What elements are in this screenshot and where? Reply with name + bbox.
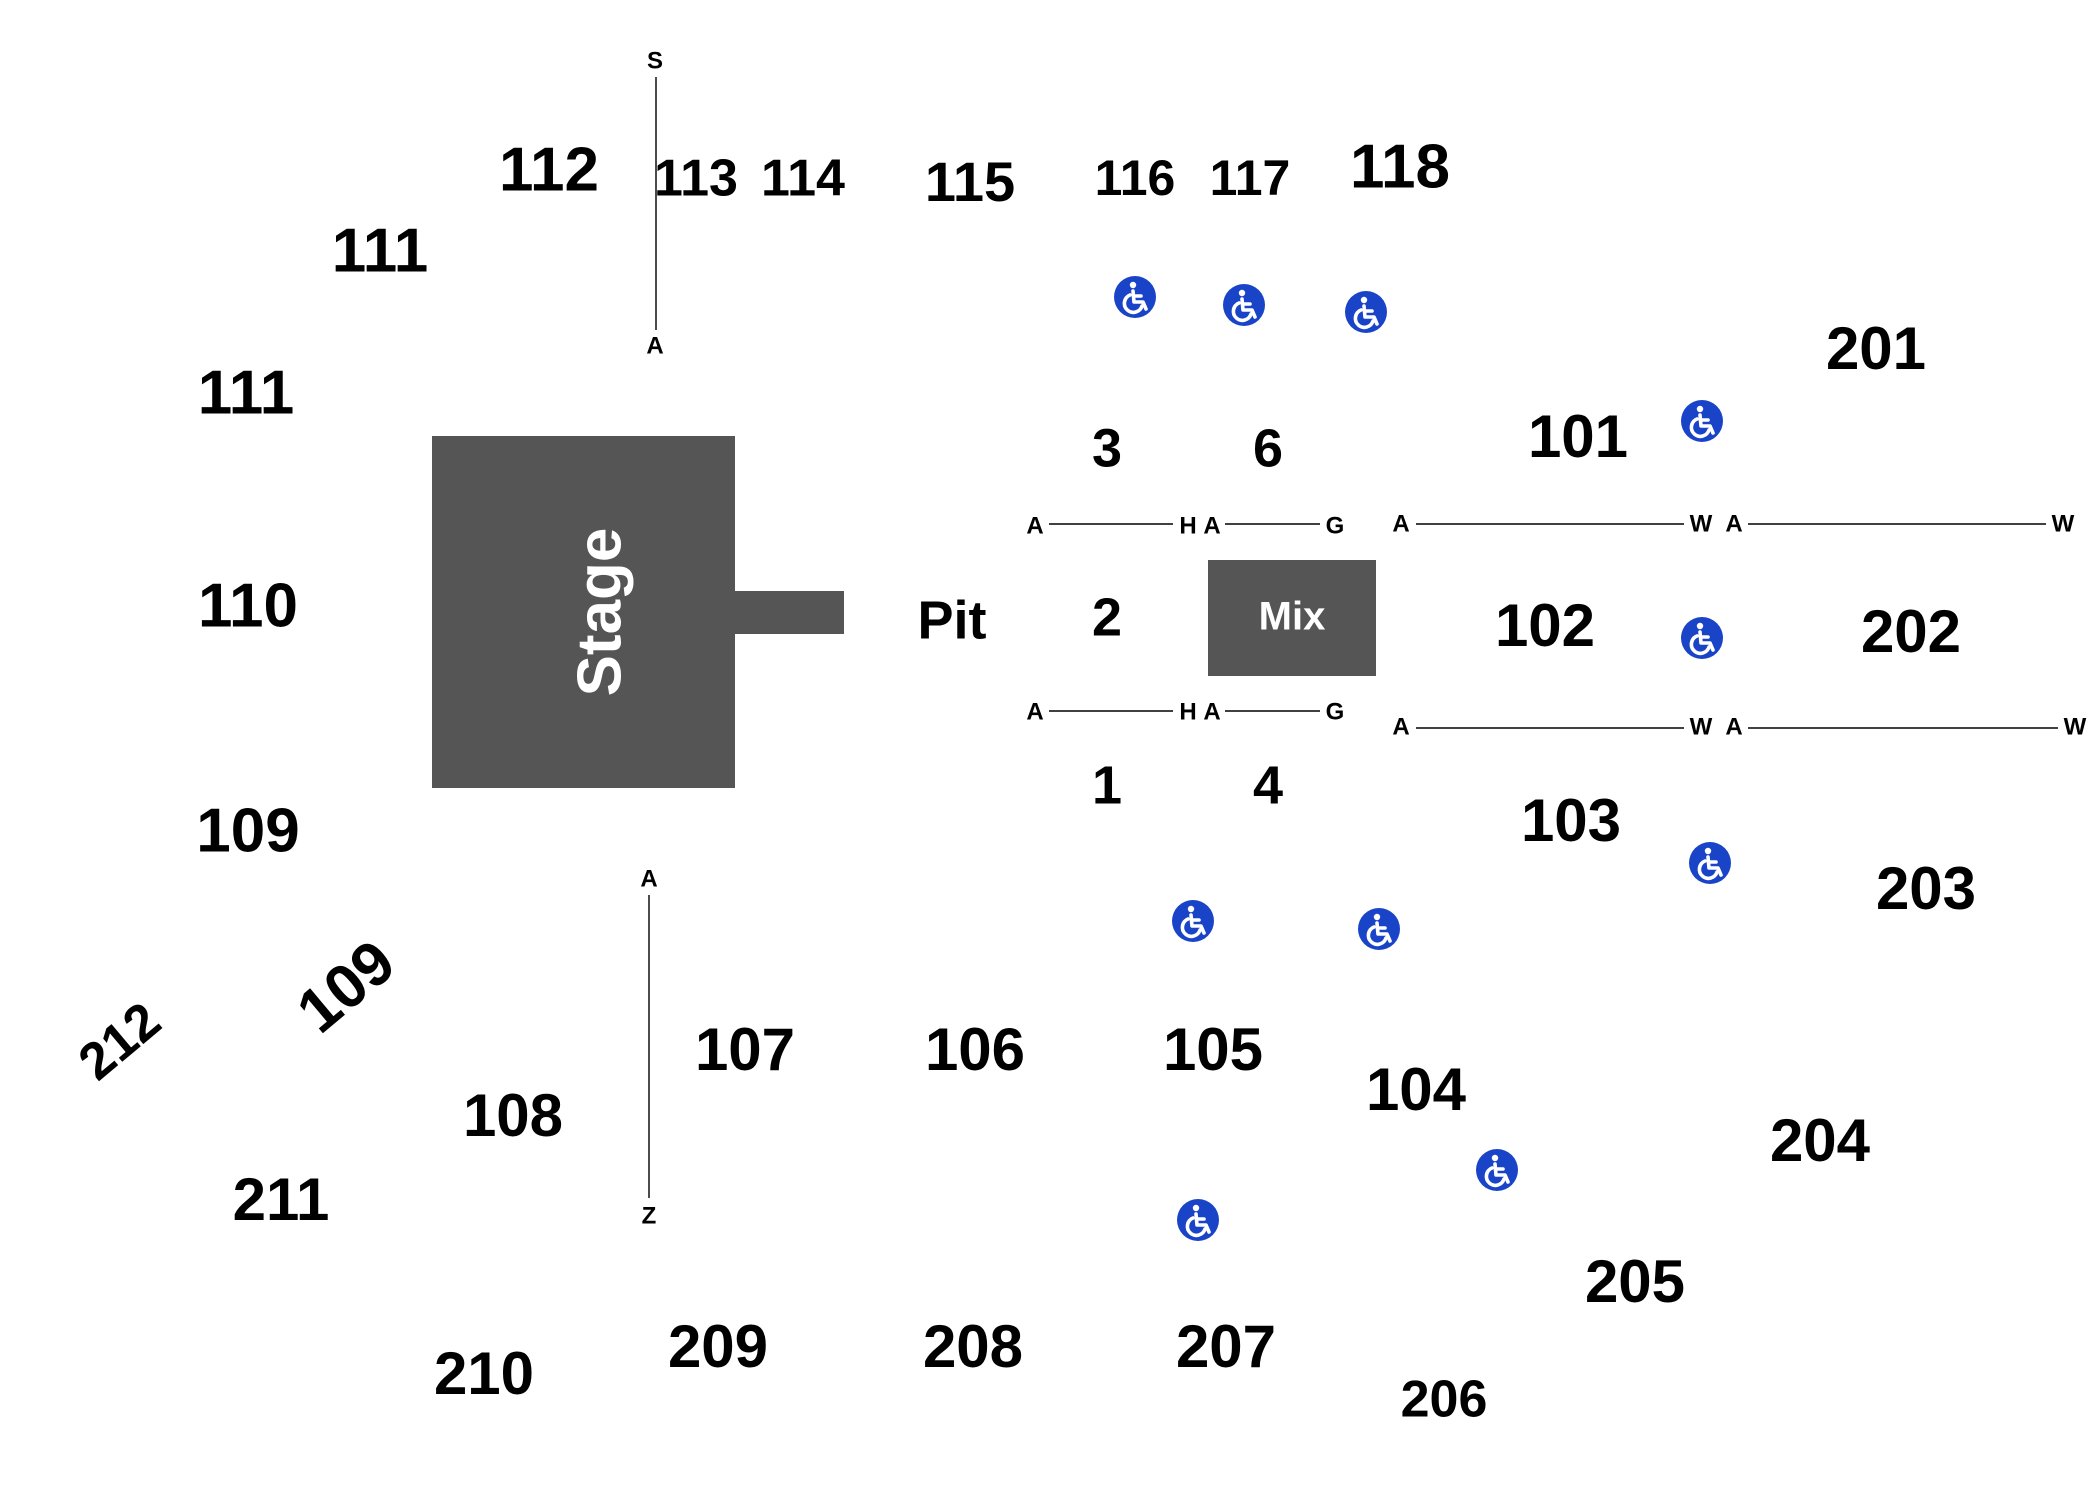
stage[interactable]: Stage [432,436,844,788]
row-label-a: A [1203,512,1220,539]
row-label-w: W [2052,510,2075,537]
section-109[interactable]: 109 [196,796,299,865]
sections: 112 113 114 115 116 117 118 111 111 110 … [68,132,1976,1428]
wheelchair-icon[interactable] [1687,840,1733,886]
wheelchair-icon[interactable] [1343,289,1389,335]
section-208[interactable]: 208 [923,1313,1023,1380]
section-111-upper[interactable]: 111 [332,216,429,285]
stage-label: Stage [565,528,634,697]
row-label-a: A [1026,698,1043,725]
wheelchair-icon[interactable] [1679,398,1725,444]
section-211[interactable]: 211 [233,1166,330,1233]
wheelchair-icon[interactable] [1474,1147,1520,1193]
mix-box [1208,560,1376,676]
section-115[interactable]: 115 [925,150,1015,213]
section-207[interactable]: 207 [1176,1313,1276,1380]
section-206[interactable]: 206 [1401,1371,1488,1429]
row-label-a: A [1725,713,1742,740]
row-label-a: A [646,332,663,359]
section-116[interactable]: 116 [1095,150,1176,206]
section-104[interactable]: 104 [1366,1056,1467,1123]
row-label-h: H [1179,512,1196,539]
section-110[interactable]: 110 [198,571,298,640]
section-203[interactable]: 203 [1876,855,1976,922]
row-label-h: H [1179,698,1196,725]
row-label-a: A [1392,510,1409,537]
section-118[interactable]: 118 [1350,132,1450,201]
row-marker-upper-floor: A H A G A W A W [1026,510,2074,539]
row-label-a: A [1203,698,1220,725]
section-102[interactable]: 102 [1495,592,1595,659]
row-marker-lower-floor: A H A G A W A W [1026,698,2086,740]
section-103[interactable]: 103 [1521,787,1621,854]
section-101[interactable]: 101 [1528,403,1628,470]
section-201[interactable]: 201 [1826,315,1926,382]
section-108[interactable]: 108 [463,1082,563,1149]
row-label-s: S [647,47,663,74]
section-205[interactable]: 205 [1585,1248,1685,1315]
row-label-g: G [1326,698,1345,725]
section-117[interactable]: 117 [1210,150,1291,206]
pit-label[interactable]: Pit [917,590,986,650]
stage-shape [432,436,844,788]
section-210[interactable]: 210 [434,1340,534,1407]
mix-label: Mix [1259,595,1326,639]
section-105[interactable]: 105 [1163,1016,1263,1083]
row-label-a: A [1026,512,1043,539]
section-106[interactable]: 106 [925,1016,1025,1083]
row-label-a: A [1392,713,1409,740]
section-114[interactable]: 114 [761,150,845,208]
row-label-g: G [1326,512,1345,539]
mix-position[interactable]: Mix [1208,560,1376,676]
floor-section-1[interactable]: 1 [1092,755,1122,815]
section-204[interactable]: 204 [1770,1107,1871,1174]
wheelchair-icon[interactable] [1356,906,1402,952]
row-marker-bottom: A Z [640,865,657,1229]
floor-section-3[interactable]: 3 [1092,418,1122,478]
row-label-a: A [640,865,657,892]
row-marker-top: S A [646,47,663,359]
wheelchair-icon[interactable] [1175,1197,1221,1243]
wheelchair-icon[interactable] [1221,282,1267,328]
row-label-w: W [2064,713,2087,740]
wheelchair-icon[interactable] [1170,898,1216,944]
section-109-rotated[interactable]: 109 [285,927,409,1046]
floor-section-2[interactable]: 2 [1092,587,1122,647]
section-112[interactable]: 112 [499,135,599,204]
row-label-w: W [1690,510,1713,537]
section-113[interactable]: 113 [654,150,738,208]
row-label-a: A [1725,510,1742,537]
section-111-lower[interactable]: 111 [198,358,295,427]
floor-section-6[interactable]: 6 [1253,418,1283,478]
floor-section-4[interactable]: 4 [1253,755,1283,815]
wheelchair-icon[interactable] [1112,274,1158,320]
row-label-z: Z [642,1202,657,1229]
section-212[interactable]: 212 [68,991,172,1091]
section-202[interactable]: 202 [1861,598,1961,665]
section-209[interactable]: 209 [668,1313,768,1380]
section-107[interactable]: 107 [695,1016,795,1083]
wheelchair-icon[interactable] [1679,615,1725,661]
row-label-w: W [1690,713,1713,740]
